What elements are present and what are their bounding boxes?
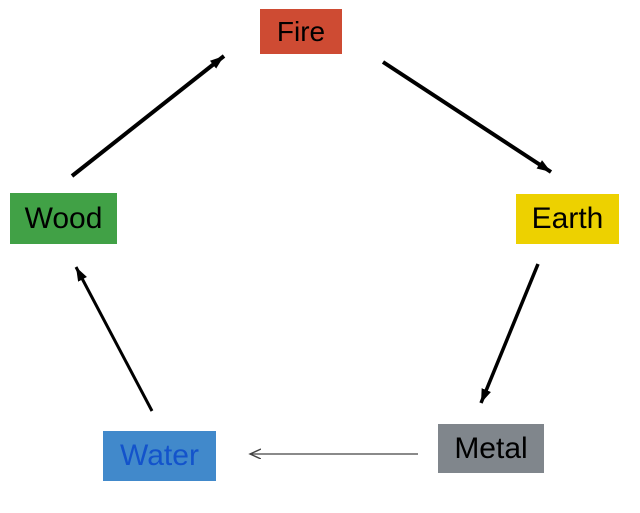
node-fire: Fire	[260, 9, 342, 54]
node-earth-label: Earth	[531, 202, 604, 235]
node-metal-label: Metal	[454, 431, 528, 465]
arrow-fire-to-earth	[381, 60, 553, 174]
node-metal: Metal	[438, 424, 544, 473]
arrow-water-to-wood	[74, 266, 154, 412]
arrow-earth-to-metal	[479, 263, 540, 404]
node-wood-label: Wood	[24, 201, 103, 235]
node-earth: Earth	[516, 194, 619, 244]
arrow-wood-to-fire	[70, 54, 226, 178]
node-fire-label: Fire	[276, 15, 326, 47]
node-water-label: Water	[120, 439, 199, 472]
node-water: Water	[103, 431, 216, 481]
node-wood: Wood	[10, 193, 117, 244]
